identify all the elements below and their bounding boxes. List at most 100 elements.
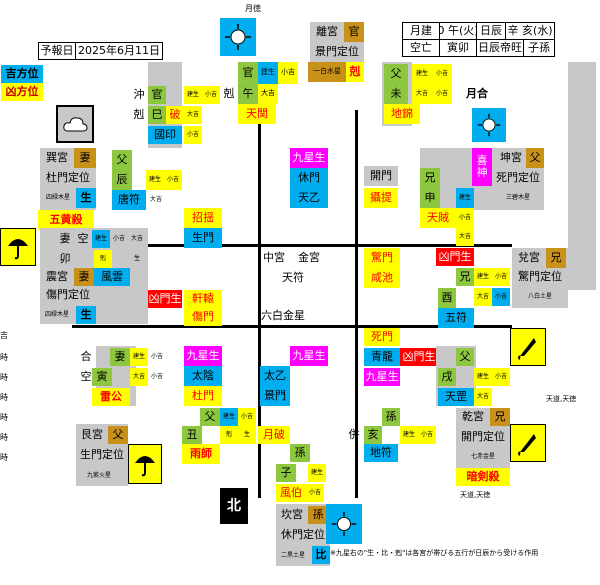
s-s3: 剋 — [220, 426, 238, 444]
xianchi: 咸池 — [364, 268, 400, 288]
umbrella-icon-south — [128, 444, 162, 484]
nw-chong: 沖 — [133, 88, 145, 102]
kai-men: 開門 — [364, 166, 398, 186]
palace-li-rel: 官 — [344, 22, 364, 42]
sw-branch: 寅 — [92, 368, 112, 386]
em-branch: 酉 — [438, 288, 456, 308]
palace-kun-rel: 父 — [526, 148, 544, 168]
forecast-label: 予報日 — [38, 42, 76, 60]
divider — [258, 110, 261, 498]
north-label: 北 — [220, 488, 248, 524]
sw-s1: 建生 — [130, 348, 148, 366]
kyuusei-sei-east: 九星生 — [290, 148, 328, 168]
star-west: 四緑木星 — [45, 193, 70, 201]
em-sp: 五符 — [438, 308, 474, 328]
s2-rikkou: 孫 — [290, 444, 310, 462]
s-star: 雨師 — [182, 444, 220, 464]
lucky-direction: 吉方位 — [1, 65, 43, 83]
side-bar — [568, 62, 596, 290]
sw-s3: 大吉 — [130, 368, 148, 386]
yuekken-label: 月建 — [402, 22, 440, 40]
daikichi-small: 大吉 — [258, 84, 278, 104]
umbrella-closed-icon-2 — [510, 424, 546, 462]
xuanyuan: 軒轅 — [184, 290, 222, 308]
left-col-4: 時 — [0, 393, 8, 402]
se-rikkou: 父 — [456, 348, 474, 366]
umbrella-icon-west — [0, 228, 36, 266]
em-rikkou: 兄 — [456, 268, 474, 286]
se-kyuusei: 九星生 — [364, 368, 400, 386]
gate-jing2: 驚門定位 — [518, 270, 562, 284]
xiongmen-sheng: 凶門生 — [148, 290, 182, 308]
s-s1: 建生 — [220, 408, 238, 426]
ne-small3: 大吉 — [412, 84, 432, 104]
left-col-5: 時 — [0, 413, 8, 422]
s2-sp: 風伯 — [276, 484, 306, 502]
bad-direction: 凶方位 — [1, 83, 43, 101]
divider — [72, 325, 512, 328]
gettoku-top: 月徳 — [245, 3, 261, 13]
nw-rikkou: 官 — [148, 86, 166, 104]
wm-s4: 剋 — [94, 250, 112, 268]
star-east: 三碧木星 — [505, 193, 530, 201]
palace-li: 離宮 — [310, 22, 344, 42]
em-s4: 小吉 — [492, 288, 510, 306]
palace-zhen-rel: 妻 — [74, 268, 94, 286]
umbrella-closed-icon-1 — [510, 328, 546, 366]
left-col-2: 時 — [0, 353, 8, 362]
sw-s2: 小吉 — [150, 352, 163, 360]
palace-xun-rel: 妻 — [74, 148, 96, 168]
nw-small4: 小吉 — [184, 126, 202, 144]
weather-snow-icon-ne — [472, 108, 506, 142]
w-sp: 唐符 — [112, 190, 146, 210]
wm-kong: 空 — [77, 232, 89, 246]
se-s3: 大吉 — [474, 388, 492, 406]
gate-du: 杜門定位 — [46, 171, 90, 185]
wuhuang: 五黄殺 — [38, 210, 94, 230]
s-rikkou: 父 — [200, 408, 220, 426]
s2-s2: 小吉 — [306, 484, 324, 502]
nw-branch: 巳 — [148, 106, 166, 124]
se-bing: 併 — [348, 428, 360, 442]
teiei-val: 子孫 — [523, 39, 555, 57]
tian-yi: 天乙 — [290, 188, 328, 208]
se-star: 天罡 — [438, 388, 474, 406]
se-s2: 小吉 — [492, 368, 510, 386]
wm-s5: 生 — [133, 254, 140, 262]
palace-gen-rel: 父 — [108, 426, 128, 444]
sw-he: 合 — [80, 350, 92, 364]
tiandao-2: 天道,天徳 — [460, 491, 491, 499]
forecast-date: 2025年6月11日 — [75, 42, 163, 60]
kensei-small: 建生 — [258, 62, 278, 84]
e-xi: 喜神 — [472, 148, 492, 186]
wm-sp: 風雲 — [94, 268, 130, 286]
sw-dumen: 杜門 — [184, 386, 222, 406]
tiandao-1: 天道,天徳 — [546, 395, 577, 403]
teiei-label: 日辰帝旺 — [476, 39, 524, 57]
shangmen: 傷門 — [184, 308, 222, 326]
se2-branch: 亥 — [364, 426, 382, 444]
ken-mark: 剋 — [223, 87, 235, 101]
se-xiong: 凶門生 — [400, 348, 438, 366]
sw-kyuusei2: 九星生 — [290, 346, 328, 366]
w-s3: 大吉 — [149, 195, 162, 203]
sheng-men: 生門 — [184, 228, 222, 248]
divider — [355, 110, 358, 498]
se-s1: 建生 — [474, 368, 492, 386]
wm-s1: 建生 — [92, 230, 110, 248]
star-wm: 四緑木星 — [44, 310, 69, 318]
palace-qian-rel: 兄 — [490, 408, 510, 426]
palace-qian: 乾宮 — [462, 410, 484, 424]
e-s3: 大吉 — [456, 228, 474, 246]
palace-gen: 艮宮 — [81, 428, 103, 442]
e-rikkou: 兄 — [420, 168, 440, 188]
nw-seiin: 國印 — [148, 126, 182, 144]
ne-rikkou: 父 — [384, 64, 408, 84]
xiu-men: 休門 — [290, 168, 328, 188]
koku-badge: 剋 — [346, 62, 364, 82]
em-s1: 建生 — [474, 268, 492, 286]
star-em: 八白土星 — [527, 292, 552, 300]
yuekken-val: 0 午(火) — [439, 22, 477, 40]
sw-rikkou: 妻 — [110, 348, 130, 366]
rikkou-kan: 官 — [238, 62, 258, 84]
